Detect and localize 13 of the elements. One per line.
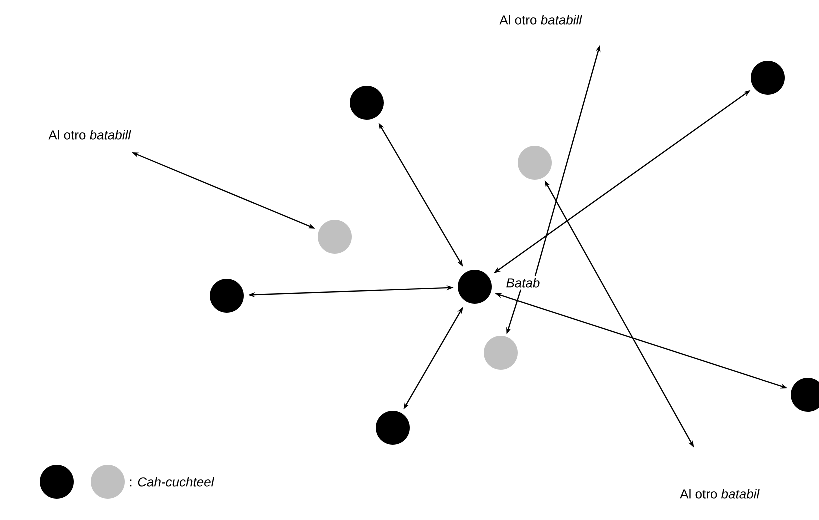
- person-dot: [484, 336, 518, 370]
- legend-label: : Cah-cuchteel: [130, 477, 214, 487]
- destination-label: Al otro batabill: [48, 130, 132, 140]
- person-dot: [210, 279, 244, 313]
- person-dot: [376, 411, 410, 445]
- destination-label: Al otro batabill: [500, 15, 582, 25]
- destination-label: Al otro batabil: [680, 489, 760, 499]
- person-dot: [318, 220, 352, 254]
- person-dot: [458, 270, 492, 304]
- node-label: Batab: [506, 278, 540, 288]
- person-dot: [751, 61, 785, 95]
- person-dot: [518, 146, 552, 180]
- person-dot: [350, 86, 384, 120]
